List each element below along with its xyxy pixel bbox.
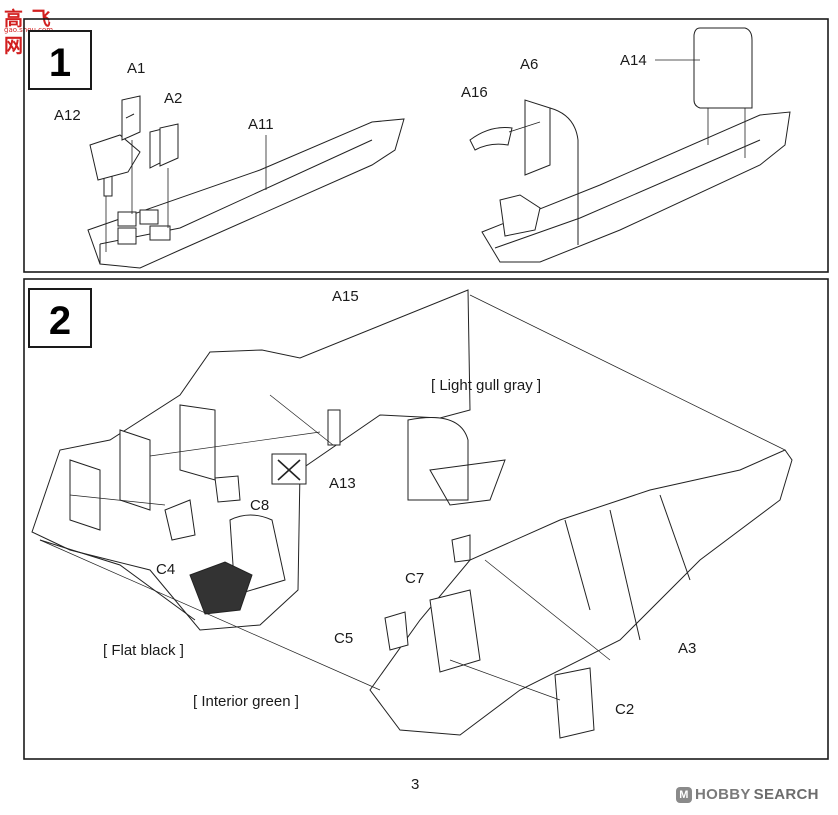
label-a2: A2	[164, 90, 182, 107]
step1-floor-right	[469, 27, 791, 263]
step2-fuselage-left	[31, 289, 506, 631]
no-glue-icon	[271, 453, 307, 485]
step2-number: 2	[49, 299, 71, 343]
hobbysearch-watermark: M HOBBY SEARCH	[676, 786, 819, 803]
label-a13: A13	[329, 475, 356, 492]
label-a12: A12	[54, 107, 81, 124]
label-flat-black: [ Flat black ]	[103, 642, 184, 659]
page-number: 3	[411, 776, 420, 793]
step2-fuselage-right	[369, 449, 793, 739]
label-a3: A3	[678, 640, 696, 657]
step2-guide-lines	[39, 294, 786, 701]
label-a15: A15	[332, 288, 359, 305]
step1-badge: 1	[28, 30, 92, 90]
label-a1: A1	[127, 60, 145, 77]
step1-panel	[23, 18, 829, 273]
step2-panel	[23, 278, 829, 760]
step2-badge: 2	[28, 288, 92, 348]
step1-arrows-right	[508, 59, 746, 158]
label-a6: A6	[520, 56, 538, 73]
label-c2: C2	[615, 701, 634, 718]
label-c4: C4	[156, 561, 175, 578]
label-c8: C8	[250, 497, 269, 514]
label-a14: A14	[620, 52, 647, 69]
label-c5: C5	[334, 630, 353, 647]
watermark-search: SEARCH	[753, 786, 819, 803]
label-a11: A11	[248, 116, 274, 133]
watermark-badge: M	[676, 786, 692, 803]
step1-floor-left	[87, 95, 405, 269]
label-a16: A16	[461, 84, 488, 101]
label-light-gull-gray: [ Light gull gray ]	[431, 377, 541, 394]
label-c7: C7	[405, 570, 424, 587]
step1-arrows-left	[105, 135, 267, 252]
step1-number: 1	[49, 41, 71, 85]
watermark-hobby: HOBBY	[695, 786, 751, 803]
label-interior-green: [ Interior green ]	[193, 693, 299, 710]
